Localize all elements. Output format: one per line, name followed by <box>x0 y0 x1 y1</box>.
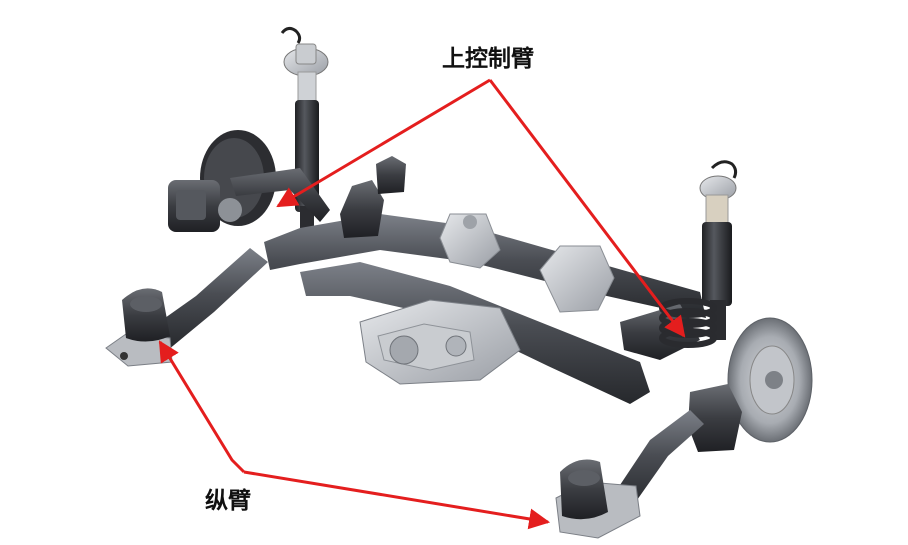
differential-housing <box>359 213 521 385</box>
right-trailing-arm <box>555 410 704 539</box>
arrow-upper-arm-left <box>276 78 491 208</box>
left-brake-assembly <box>168 130 276 232</box>
annotation-arrows <box>158 78 686 530</box>
left-trailing-arm <box>105 248 268 367</box>
left-upper-arm <box>230 168 330 222</box>
arrow-trailing-arm-left <box>158 340 246 474</box>
arrow-trailing-arm-right <box>243 470 551 530</box>
trailing-arm-label: 纵臂 <box>205 488 251 514</box>
right-brake-assembly <box>688 317 813 452</box>
upper-control-arm-label: 上控制臂 <box>442 46 534 72</box>
arrow-upper-arm-right <box>488 79 686 338</box>
